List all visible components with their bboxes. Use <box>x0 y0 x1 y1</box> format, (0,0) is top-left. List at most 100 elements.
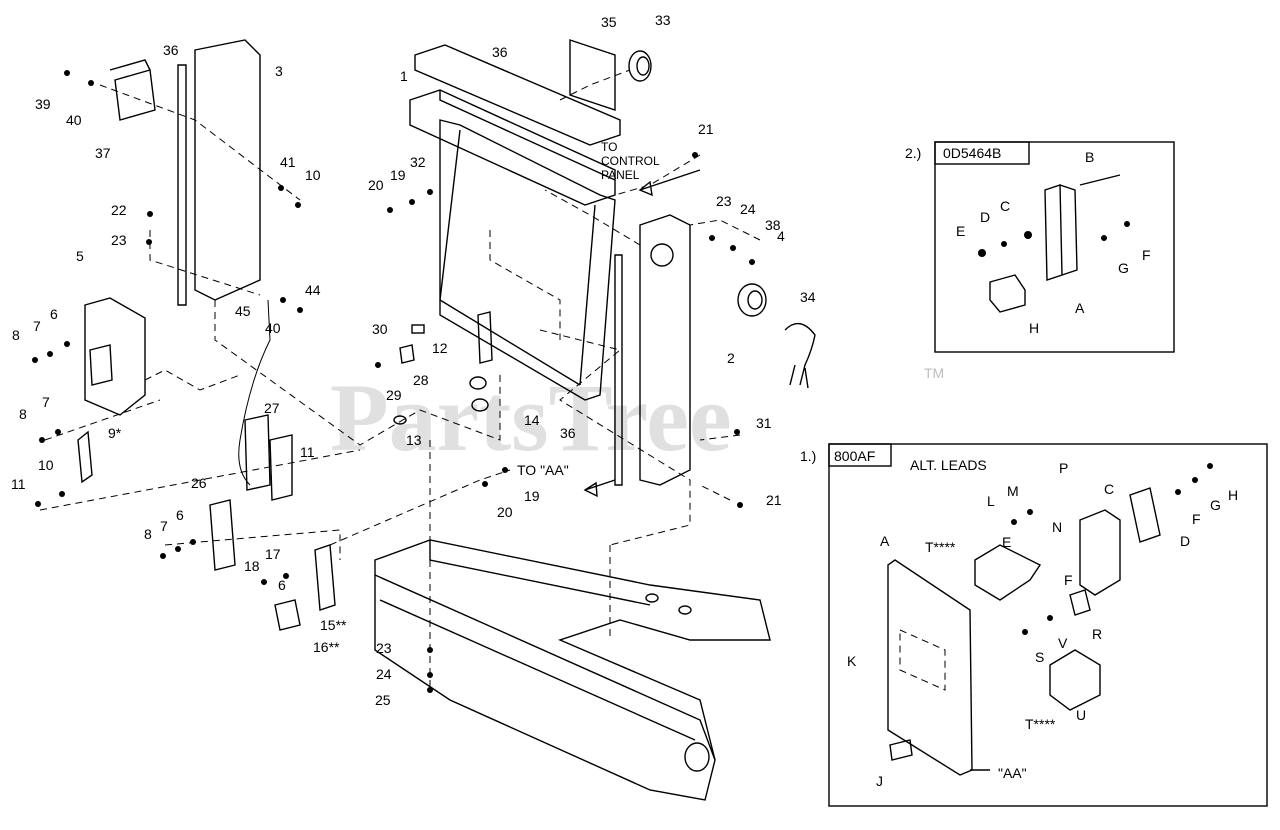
callout: 27 <box>264 400 280 416</box>
inset2-label: A <box>1075 300 1085 316</box>
inset2-label: E <box>956 223 965 239</box>
inset1-label: H <box>1228 487 1238 503</box>
callout: 10 <box>305 167 321 183</box>
callout: 40 <box>265 320 281 336</box>
callout: 4 <box>777 228 785 244</box>
callout: 6 <box>278 577 286 593</box>
inset2-label: C <box>1000 198 1010 214</box>
inset1-t-label: T**** <box>1025 716 1056 732</box>
inset1-label: G <box>1210 497 1221 513</box>
callout: 24 <box>376 666 392 682</box>
inset-2: 2.) 0D5464B A B C D E F G H <box>905 141 1175 353</box>
inset1-alt-leads: ALT. LEADS <box>910 457 987 473</box>
callout: 8 <box>19 406 27 422</box>
callout: 24 <box>740 201 756 217</box>
center-frame <box>439 119 616 401</box>
callout: 23 <box>111 232 127 248</box>
inset1-label: C <box>1104 481 1114 497</box>
small-parts <box>393 311 493 425</box>
callout: 19 <box>390 167 406 183</box>
callout: 45 <box>235 303 251 319</box>
callout: 11 <box>11 476 26 492</box>
callout: 14 <box>524 412 540 428</box>
callout: 21 <box>698 121 714 137</box>
callout: 17 <box>265 546 281 562</box>
callout: 37 <box>95 145 111 161</box>
callout: 36 <box>560 425 576 441</box>
callout-labels: 1 2 3 4 5 6 6 6 7 7 7 8 8 8 9* 10 10 11 … <box>11 12 816 708</box>
callout: 6 <box>50 306 58 322</box>
callout: 39 <box>35 96 51 112</box>
callout: 18 <box>244 558 260 574</box>
inset1-label: M <box>1007 483 1019 499</box>
callout: 13 <box>406 432 422 448</box>
callout: 33 <box>655 12 671 28</box>
inset1-label: F <box>1192 511 1201 527</box>
callout: 34 <box>800 289 816 305</box>
callout: 44 <box>305 282 321 298</box>
callout: 20 <box>497 504 513 520</box>
callout: 11 <box>300 444 315 460</box>
inset1-t-label: T**** <box>925 539 956 555</box>
top-bracket <box>409 44 621 206</box>
callout: 41 <box>280 154 296 170</box>
callout: 16** <box>313 639 340 655</box>
inset1-label: U <box>1076 707 1086 723</box>
callout: 30 <box>372 321 388 337</box>
callout: 38 <box>765 217 781 233</box>
terminal-strip-9 <box>77 430 93 484</box>
callout: 21 <box>766 492 782 508</box>
callout: 10 <box>38 457 54 473</box>
inset1-label: V <box>1058 635 1068 651</box>
plate-35 <box>569 39 652 111</box>
inset1-label: P <box>1059 460 1068 476</box>
callout: 35 <box>601 14 617 30</box>
bracket-26 <box>209 499 236 571</box>
callout: 40 <box>66 112 82 128</box>
callout: 6 <box>176 507 184 523</box>
bracket-15 <box>274 544 336 631</box>
inset2-label: B <box>1085 149 1094 165</box>
inset1-aa: "AA" <box>998 765 1027 781</box>
inset1-label: S <box>1035 649 1044 665</box>
grommet-cable <box>737 283 816 389</box>
callout: 7 <box>42 394 50 410</box>
callout: 36 <box>492 44 508 60</box>
callout: 7 <box>33 318 41 334</box>
inset1-label: N <box>1052 519 1062 535</box>
relay-27 <box>238 299 293 501</box>
callout: 36 <box>163 42 179 58</box>
watermark: PartsTree <box>330 364 732 471</box>
callout: 12 <box>432 340 448 356</box>
watermark-tm: TM <box>924 365 944 381</box>
callout: 28 <box>413 372 429 388</box>
callout: 8 <box>144 526 152 542</box>
callout: 32 <box>410 154 426 170</box>
inset2-label: G <box>1118 260 1129 276</box>
fastener-dots <box>32 70 755 693</box>
callout: 26 <box>191 475 207 491</box>
to-control-panel-line3: PANEL <box>601 168 640 182</box>
inset1-title: 1.) <box>800 448 816 464</box>
callout: 15** <box>320 617 347 633</box>
base-frame <box>374 539 771 801</box>
callout: 23 <box>716 193 732 209</box>
side-panel-3 <box>109 39 261 306</box>
arrow-to-aa <box>583 479 616 498</box>
inset2-title: 2.) <box>905 145 921 161</box>
callout: 31 <box>756 415 772 431</box>
terminal-box-5 <box>84 297 146 416</box>
inset2-label: H <box>1029 320 1039 336</box>
to-control-panel-line2: CONTROL <box>601 154 660 168</box>
inset1-label: L <box>987 493 995 509</box>
inset1-label: K <box>847 653 857 669</box>
inset1-label: A <box>880 533 890 549</box>
callout: 25 <box>375 692 391 708</box>
inset2-label: F <box>1142 247 1151 263</box>
inset1-label: R <box>1092 626 1102 642</box>
callout: 3 <box>275 63 283 79</box>
inset1-label: E <box>1002 534 1011 550</box>
inset-1: 1.) 800AF ALT. LEADS "AA" A C D E F G H … <box>800 443 1268 807</box>
